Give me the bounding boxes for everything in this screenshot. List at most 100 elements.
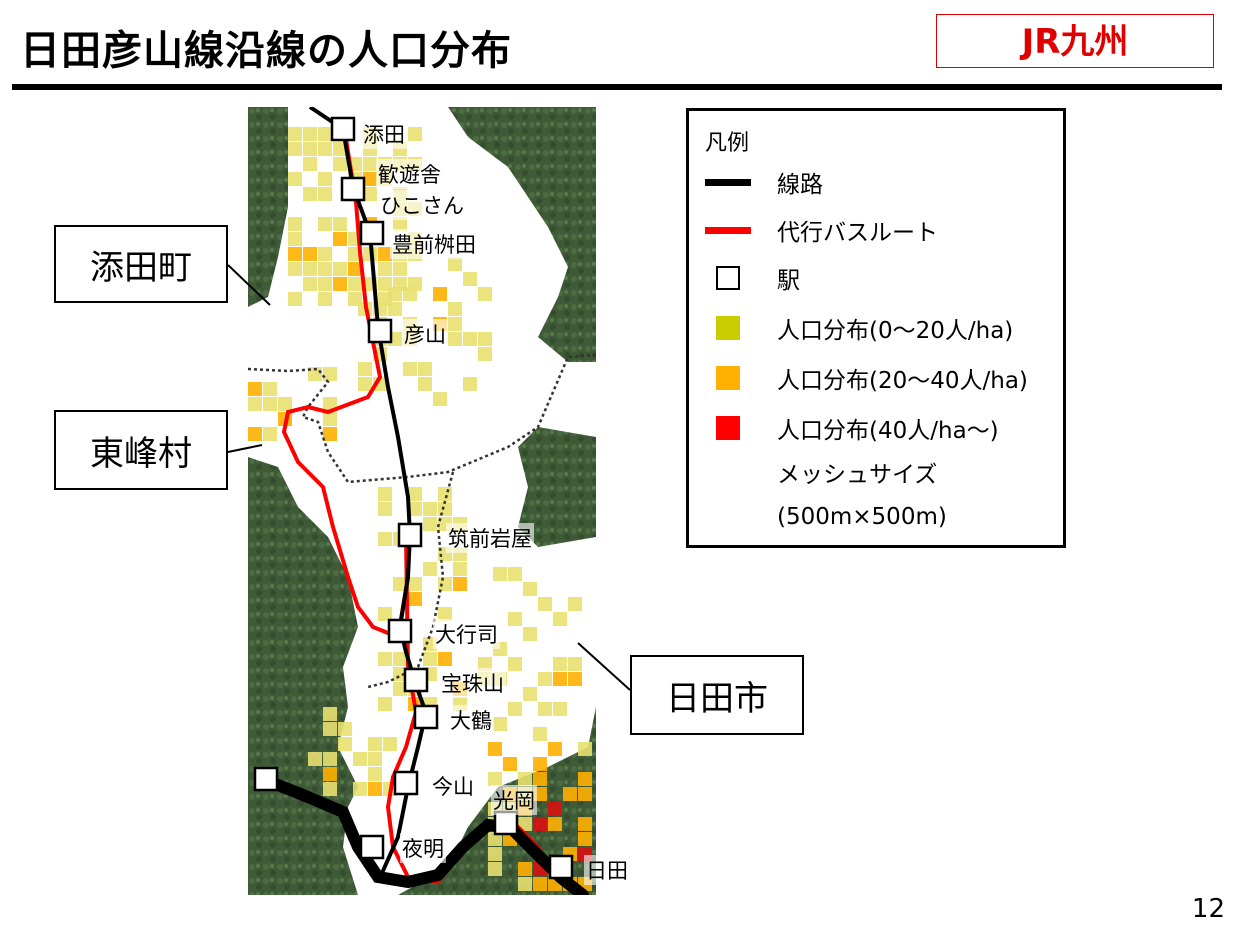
population-cell xyxy=(488,742,502,756)
population-cell xyxy=(333,142,347,156)
population-cell xyxy=(303,157,317,171)
population-cell xyxy=(548,742,562,756)
station-label: 添田 xyxy=(361,119,407,149)
population-cell xyxy=(323,367,337,381)
population-cell xyxy=(288,142,302,156)
population-cell xyxy=(533,817,547,831)
population-cell xyxy=(488,862,502,876)
legend-label: 代行バスルート xyxy=(777,220,938,246)
population-cell xyxy=(518,877,532,891)
legend-row-rail: 線路 xyxy=(705,165,823,199)
population-cell xyxy=(403,362,417,376)
population-cell xyxy=(363,172,377,186)
population-cell xyxy=(518,862,532,876)
population-cell xyxy=(548,802,562,816)
population-cell xyxy=(288,172,302,186)
pop-high-swatch-icon xyxy=(716,416,740,440)
population-cell xyxy=(548,817,562,831)
station-label: 光岡 xyxy=(491,785,537,815)
population-cell xyxy=(263,427,277,441)
company-label: JR九州 xyxy=(936,14,1214,68)
population-cell xyxy=(323,707,337,721)
population-cell xyxy=(538,702,552,716)
population-cell xyxy=(408,127,422,141)
population-cell xyxy=(393,682,407,696)
population-cell xyxy=(323,752,337,766)
population-cell xyxy=(378,532,392,546)
population-cell xyxy=(333,262,347,276)
population-cell xyxy=(303,262,317,276)
population-cell xyxy=(448,302,462,316)
legend-box: 凡例 線路 代行バスルート 駅 人口分布(0〜20人/ha) 人口分布(20〜4… xyxy=(686,108,1066,548)
population-cell xyxy=(303,187,317,201)
population-cell xyxy=(363,187,377,201)
station-marker xyxy=(413,704,439,730)
population-cell xyxy=(508,702,522,716)
population-cell xyxy=(423,652,437,666)
population-cell xyxy=(563,787,577,801)
population-cell xyxy=(423,562,437,576)
legend-row-station: 駅 xyxy=(705,261,800,295)
legend-label: 線路 xyxy=(777,172,823,198)
map-svg xyxy=(248,107,596,895)
population-cell xyxy=(248,427,262,441)
population-cell xyxy=(448,317,462,331)
population-cell xyxy=(448,332,462,346)
population-cell xyxy=(308,367,322,381)
legend-label: 駅 xyxy=(777,268,800,294)
population-cell xyxy=(568,657,582,671)
legend-label: 人口分布(0〜20人/ha) xyxy=(777,318,1014,344)
population-cell xyxy=(453,562,467,576)
population-cell xyxy=(433,392,447,406)
population-cell xyxy=(303,127,317,141)
population-cell xyxy=(323,397,337,411)
population-cell xyxy=(538,672,552,686)
station-marker xyxy=(330,116,356,142)
population-cell xyxy=(523,627,537,641)
population-cell xyxy=(518,817,532,831)
population-cell xyxy=(333,232,347,246)
boundary-soeda-toho xyxy=(248,353,596,484)
population-cell xyxy=(553,657,567,671)
legend-row-bus: 代行バスルート xyxy=(705,213,938,247)
population-cell xyxy=(418,377,432,391)
population-cell xyxy=(423,517,437,531)
population-cell xyxy=(508,567,522,581)
population-cell xyxy=(533,772,547,786)
mesh-size-value: (500m×500m) xyxy=(777,504,947,530)
population-cell xyxy=(338,722,352,736)
population-cell xyxy=(378,262,392,276)
pop-mid-swatch-icon xyxy=(716,366,740,390)
population-cell xyxy=(288,127,302,141)
population-cell xyxy=(333,277,347,291)
legend-row-pop-low: 人口分布(0〜20人/ha) xyxy=(705,311,1013,345)
population-cell xyxy=(393,577,407,591)
population-cell xyxy=(303,277,317,291)
population-cell xyxy=(338,737,352,751)
population-cell xyxy=(363,157,377,171)
population-cell xyxy=(353,782,367,796)
population-cell xyxy=(418,362,432,376)
station-label: ひこさん xyxy=(378,190,466,220)
population-cell xyxy=(533,877,547,891)
station-label: 夜明 xyxy=(400,833,446,863)
population-cell xyxy=(388,302,402,316)
population-cell xyxy=(378,697,392,711)
population-cell xyxy=(358,362,372,376)
population-cell xyxy=(508,612,522,626)
population-cell xyxy=(488,847,502,861)
population-cell xyxy=(318,262,332,276)
population-cell xyxy=(493,567,507,581)
population-cell xyxy=(578,787,592,801)
legend-label: 人口分布(20〜40人/ha) xyxy=(777,368,1028,394)
railway-kyudai xyxy=(257,773,589,895)
population-cell xyxy=(368,752,382,766)
population-cell xyxy=(488,772,502,786)
population-cell xyxy=(478,347,492,361)
population-cell xyxy=(248,382,262,396)
station-label: 宝珠山 xyxy=(439,668,506,698)
population-cell xyxy=(553,702,567,716)
population-cell xyxy=(578,742,592,756)
station-box-icon xyxy=(716,266,740,290)
population-cell xyxy=(393,262,407,276)
